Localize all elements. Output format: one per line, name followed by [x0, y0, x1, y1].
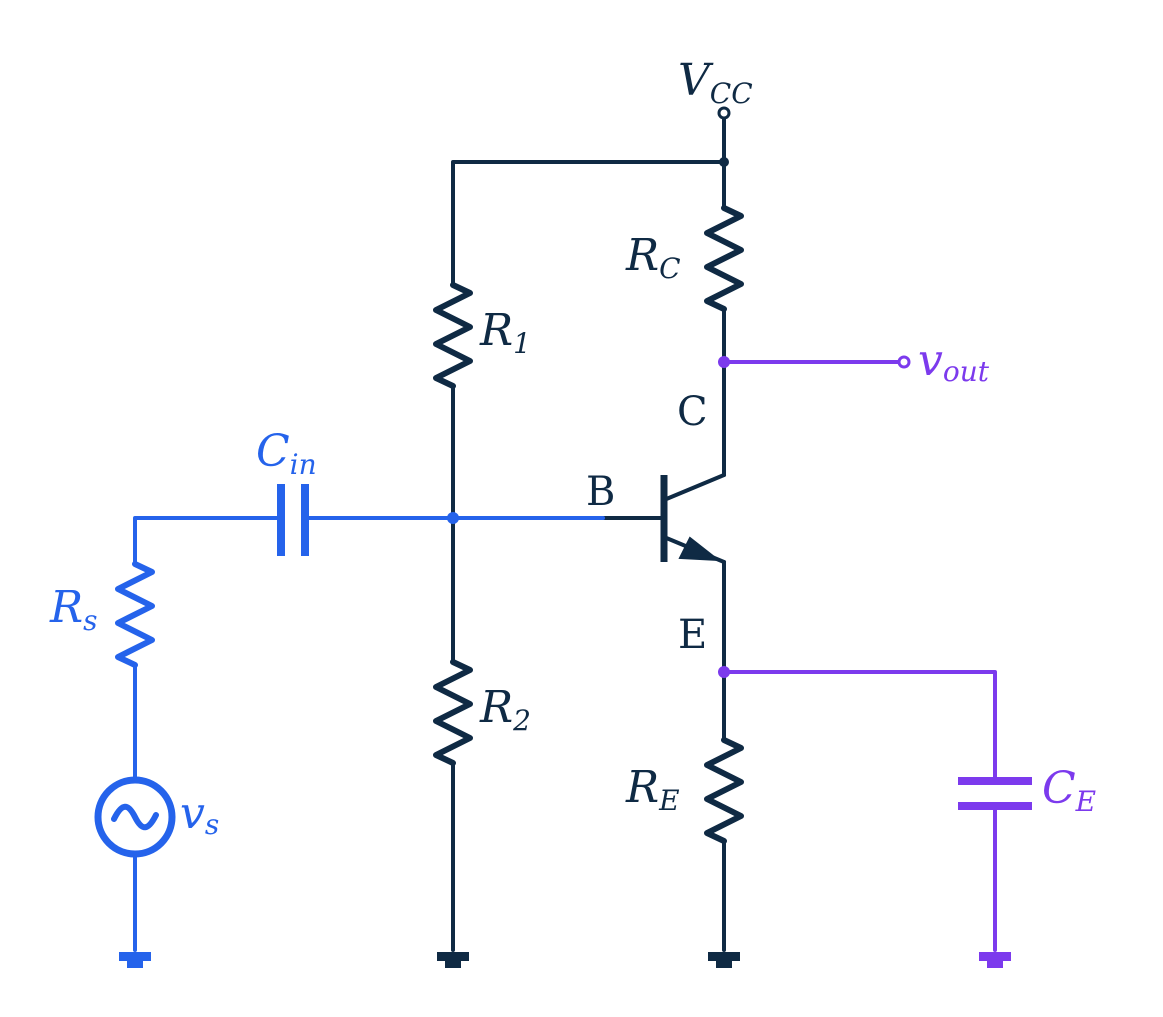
base-terminal-label: B [586, 469, 615, 515]
r1-resistor [433, 282, 473, 389]
re-label: RE [625, 762, 680, 817]
rc-resistor [704, 205, 744, 312]
ground-re-icon [708, 952, 740, 968]
vs-label: vs [180, 788, 219, 841]
ground-vs-icon [119, 952, 151, 968]
ce-top-wire [722, 670, 997, 782]
ground-ce-icon [979, 952, 1011, 968]
emitter-terminal-label: E [678, 612, 707, 658]
sine-wave-icon [111, 803, 159, 831]
rc-label: RC [625, 230, 681, 285]
vout-label: vout [918, 335, 990, 388]
top-rail-wire [451, 160, 726, 287]
r1-label: R1 [479, 305, 531, 360]
vcc-junction-dot [719, 157, 729, 167]
re-resistor [704, 737, 744, 844]
rs-resistor [115, 561, 155, 668]
vcc-label: VCC [678, 55, 753, 110]
output-network [722, 360, 1032, 952]
transistor-collector-lead [662, 473, 726, 502]
vcc-terminal [717, 106, 731, 120]
rs-label: Rs [49, 582, 98, 637]
base-junction-dot [447, 512, 459, 524]
ground-r2-icon [437, 952, 469, 968]
bias-network [433, 116, 744, 952]
r2-resistor [433, 659, 473, 766]
collector-junction-dot [718, 356, 730, 368]
npn-transistor [601, 473, 726, 564]
vout-terminal [897, 355, 911, 369]
emitter-arrow-icon [678, 536, 722, 562]
input-network [94, 484, 605, 952]
collector-terminal-label: C [677, 389, 708, 435]
ce-label: CE [1042, 763, 1096, 818]
emitter-junction-dot [718, 666, 730, 678]
r2-label: R2 [479, 682, 531, 737]
rs-to-cin-wire [133, 516, 283, 566]
cin-label: Cin [256, 426, 317, 481]
